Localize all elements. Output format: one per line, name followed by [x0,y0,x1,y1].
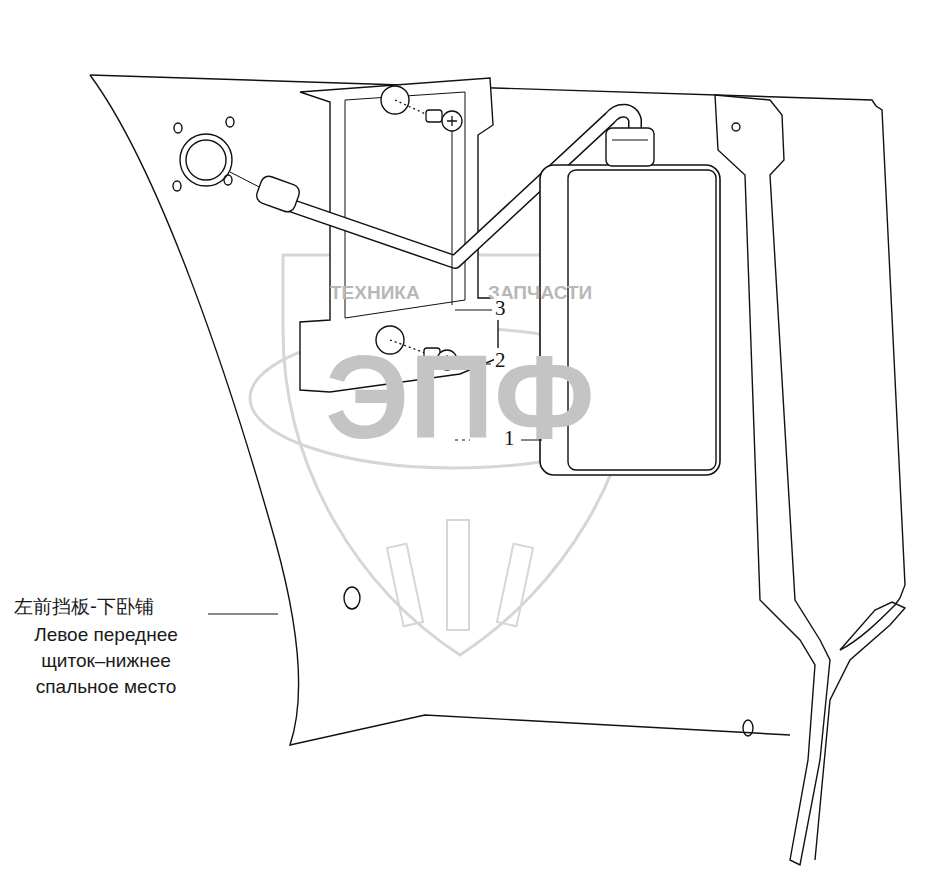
watermark-text: ЗАПЧАСТИ [488,282,618,304]
watermark-logo: ЭПФ [290,330,630,466]
part-label: 左前挡板-下卧铺 [14,596,210,618]
screws [390,100,462,370]
callout-number: 2 [494,348,507,372]
grommet [173,117,234,191]
panel-outline [90,75,905,865]
callout-number: 3 [494,296,507,320]
part-label: Левое переднее щиток–нижнее спальное мес… [6,622,206,700]
watermark-text: ТЕХНИКА [330,282,440,304]
callout-number: 1 [503,426,516,450]
